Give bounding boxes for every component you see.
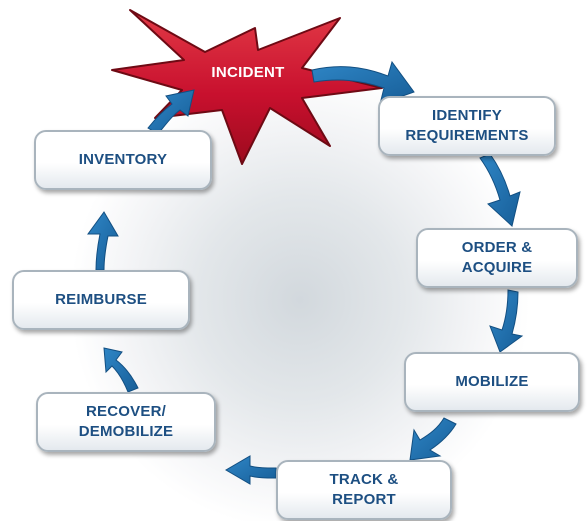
incident-burst-icon	[111, 9, 383, 165]
arrow-inventory-to-incident-icon	[147, 89, 195, 135]
step-track-report: TRACK & REPORT	[276, 460, 452, 520]
incident-label: INCIDENT	[211, 64, 285, 81]
arrow-reimburse-to-inventory-icon	[87, 211, 119, 271]
step-inventory: INVENTORY	[34, 130, 212, 190]
step-order-acquire: ORDER & ACQUIRE	[416, 228, 578, 288]
arrow-recover-to-reimburse-icon	[103, 347, 139, 393]
arrow-track-to-recover-icon	[225, 455, 277, 485]
step-recover-demobilize: RECOVER/ DEMOBILIZE	[36, 392, 216, 452]
step-mobilize: MOBILIZE	[404, 352, 580, 412]
arrow-order-to-mobilize-icon	[489, 289, 524, 353]
step-reimburse: REIMBURSE	[12, 270, 190, 330]
step-identify-requirements: IDENTIFY REQUIREMENTS	[378, 96, 556, 156]
arrow-mobilize-to-track-icon	[409, 417, 457, 461]
arrow-identify-to-order-icon	[479, 153, 521, 227]
